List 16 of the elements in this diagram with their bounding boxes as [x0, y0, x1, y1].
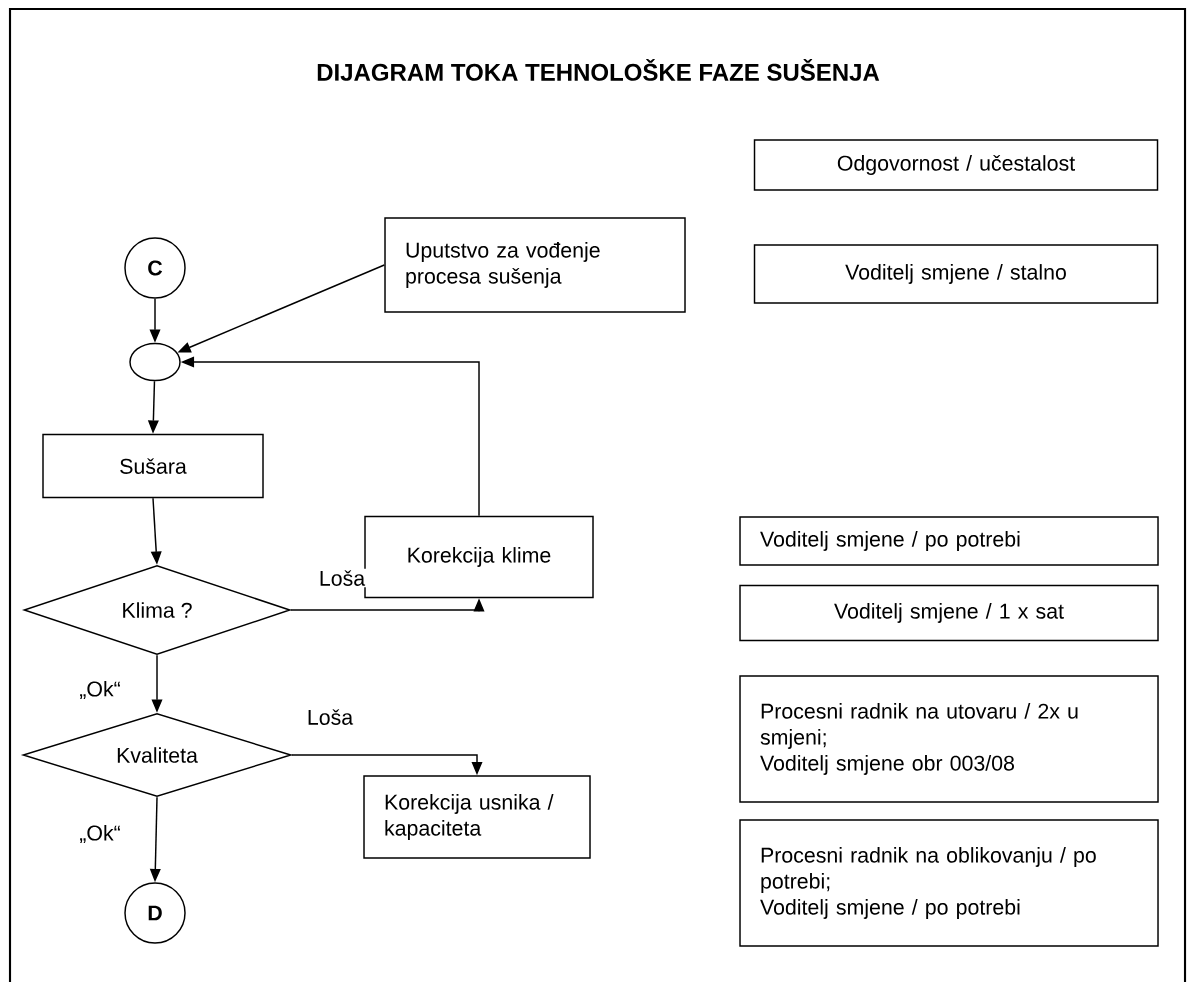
- title: DIJAGRAM TOKA TEHNOLOŠKE FAZE SUŠENJA: [317, 59, 880, 81]
- responsibility-box: Voditelj smjene / stalno: [753, 244, 1159, 304]
- junction-circle: [129, 342, 181, 382]
- edge-label: „Ok“: [77, 823, 123, 845]
- responsibility-box: Procesni radnik na utovaru / 2x u smjeni; Voditelj smjene obr 003/08: [739, 675, 1159, 803]
- responsibility-box: Voditelj smjene / po potrebi: [739, 516, 1159, 566]
- process-box: Sušara: [42, 433, 264, 499]
- instruction-box: Uputstvo za vođenje procesa sušenja: [384, 217, 686, 313]
- edge-label: „Ok“: [77, 679, 123, 701]
- edge-label: Loša: [305, 707, 355, 727]
- responsibility-box: Voditelj smjene / 1 x sat: [739, 584, 1159, 642]
- edge-label: Loša: [317, 568, 367, 588]
- process-box: Korekcija usnika / kapaciteta: [363, 775, 591, 859]
- process-box: Korekcija klime: [364, 515, 594, 599]
- responsibility-box: Odgovornost / učestalost: [753, 139, 1159, 191]
- responsibility-box: Procesni radnik na oblikovanju / po potrebi; Voditelj smjene / po potrebi: [739, 819, 1159, 947]
